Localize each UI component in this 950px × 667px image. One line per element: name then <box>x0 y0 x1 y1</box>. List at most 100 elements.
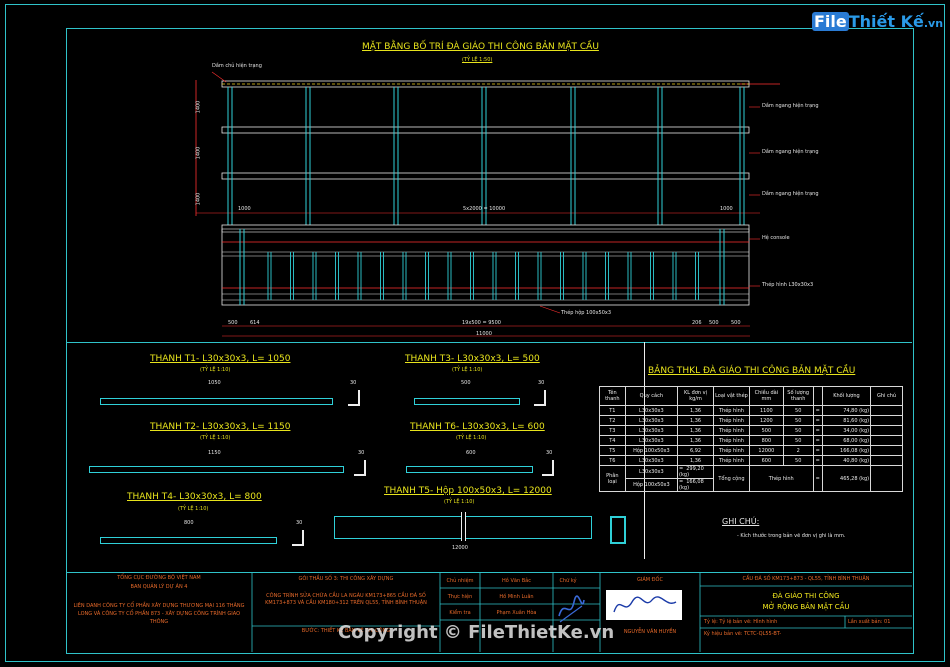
tb-f2: Ký hiệu bản vẽ: TCTC-QL55-BT- <box>704 631 782 637</box>
tb-sheet2: MỞ RỘNG BẢN MẶT CẦU <box>762 603 850 611</box>
bar-t2-len: 1150 <box>208 450 221 456</box>
tong-value: 465,28 (kg) <box>821 465 872 492</box>
tb-f3: Lần xuất bản: 01 <box>848 619 891 625</box>
plan-panel <box>66 28 912 343</box>
tong-note <box>870 465 903 492</box>
dim-b-mid: 19x500 = 9500 <box>462 320 501 326</box>
bar-t1-title: THANH T1- L30x30x3, L= 1050 <box>150 354 291 364</box>
tb-r3a: Kiểm tra <box>449 610 471 616</box>
logo-file: File <box>812 12 849 31</box>
pl-eq: = <box>679 466 684 472</box>
title-block <box>66 572 912 653</box>
logo-vn: .vn <box>923 17 944 30</box>
bar-t1-scale: (TỶ LỆ 1:10) <box>200 367 231 373</box>
bar-t2-section <box>354 460 366 476</box>
table-header-row: Tên thanh Quy cách KL đơn vị kg/m Loại v… <box>599 386 903 406</box>
bar-t2-shape <box>89 466 344 473</box>
pl-kg: 299,20 (kg) <box>679 466 704 478</box>
bar-t3-section <box>534 390 546 406</box>
bar-t4-title: THANH T4- L30x30x3, L= 800 <box>127 492 262 502</box>
dim-b4: 500 <box>709 320 719 326</box>
tong-cong-label: Tổng cộng <box>712 465 750 492</box>
notes-line: - Kích thước trong bản vẽ đơn vị ghi là … <box>737 533 846 539</box>
bar-t6-title: THANH T6- L30x30x3, L= 600 <box>410 422 545 432</box>
bar-t5-len: 12000 <box>452 545 468 551</box>
dim-b1: 500 <box>228 320 238 326</box>
dim-b3: 206 <box>692 320 702 326</box>
label-he-console: Hệ console <box>762 235 790 241</box>
table-title: BẢNG THKL ĐÀ GIÁO THI CÔNG BẢN MẶT CẦU <box>648 366 856 376</box>
th-khoiluong: Khối lượng <box>821 386 872 406</box>
bar-t2-sec: 30 <box>358 450 365 456</box>
bar-t2-title: THANH T2- L30x30x3, L= 1150 <box>150 422 291 432</box>
tb-c2c: BƯỚC: THIẾT KẾ BẢN VẼ THI CÔNG <box>301 628 391 634</box>
thkl-table: Tên thanh Quy cách KL đơn vị kg/m Loại v… <box>599 386 903 492</box>
plan-drawing <box>195 71 780 337</box>
bar-t4-len: 800 <box>184 520 194 526</box>
tb-r1a: Chủ nhiệm <box>446 578 474 584</box>
tong-eq: = <box>812 465 823 492</box>
dim-top-mid: 5x2000 = 10000 <box>463 206 506 212</box>
signature-giamdoc <box>606 590 682 620</box>
bar-t6-sec: 30 <box>546 450 553 456</box>
bar-t4-shape <box>100 537 277 544</box>
bar-t5-break <box>461 512 466 541</box>
dim-overall: 11000 <box>476 331 492 337</box>
bar-t4-section <box>292 530 304 546</box>
pl-value: =166,08 (kg) <box>677 478 714 492</box>
plan-title: MẶT BẰNG BỐ TRÍ ĐÀ GIÁO THI CÔNG BẢN MẶT… <box>362 42 599 52</box>
bar-t3-title: THANH T3- L30x30x3, L= 500 <box>405 354 540 364</box>
signature-small <box>558 595 585 623</box>
bar-t5-section <box>610 516 626 544</box>
tb-r2a: Thực hiện <box>447 594 473 600</box>
th-kl: KL đơn vị kg/m <box>677 386 714 406</box>
bar-t2-scale: (TỶ LỆ 1:10) <box>200 435 231 441</box>
tb-c1b: BAN QUẢN LÝ DỰ ÁN 4 <box>130 584 188 590</box>
tb-giamdoc-name: NGUYỄN VĂN HUYỀN <box>623 629 677 635</box>
pl-eq: = <box>679 479 684 485</box>
label-dam-ngang-1: Dầm ngang hiện trạng <box>762 103 819 109</box>
tb-giamdoc: GIÁM ĐỐC <box>637 577 663 583</box>
copyright-watermark: Copyright © FileThietKe.vn <box>338 622 615 643</box>
label-dam-ngang-2: Dầm ngang hiện trạng <box>762 149 819 155</box>
tb-c2a: GÓI THẦU SỐ 3: THI CÔNG XÂY DỰNG <box>298 576 394 582</box>
sheet-frame-outer <box>5 4 945 662</box>
tb-proj: CẦU ĐÁ SỐ KM173+873 - QL55, TỈNH BÌNH TH… <box>742 576 870 582</box>
bar-t5-scale: (TỶ LỆ 1:10) <box>444 499 475 505</box>
tb-c1c: LIÊN DANH CÔNG TY CỔ PHẦN XÂY DỰNG THƯƠN… <box>73 603 245 625</box>
label-thep-hinh: Thép hình L30x30x3 <box>762 282 814 288</box>
bar-t3-shape <box>414 398 520 405</box>
tb-r1b: Hồ Văn Bắc <box>502 578 531 584</box>
tb-r1c: Chữ ký <box>559 578 577 584</box>
table-row-phanloai: Hộp 100x50x3=166,08 (kg) <box>600 478 903 492</box>
tb-c2b: CÔNG TRÌNH SỬA CHỮA CẦU LA NGÀU KM173+86… <box>265 593 427 606</box>
plan-scale: (TỶ LỆ 1:50) <box>462 57 493 63</box>
bar-t6-scale: (TỶ LỆ 1:10) <box>456 435 487 441</box>
bar-t3-sec: 30 <box>538 380 545 386</box>
bar-t6-len: 600 <box>466 450 476 456</box>
pl-kg: 166,08 (kg) <box>679 479 704 491</box>
tb-f1: Tỷ lệ: Tỷ lệ bản vẽ: Hình hình <box>704 619 778 625</box>
tong-loai: Thép hình <box>748 465 814 492</box>
tb-sheet1: ĐÀ GIÁO THI CÔNG <box>772 592 840 600</box>
label-thep-hop: Thép hộp 100x50x3 <box>561 310 612 316</box>
sheet-frame-inner <box>66 28 914 654</box>
dim-b5: 500 <box>731 320 741 326</box>
tb-r3b: Phạm Xuân Hòa <box>496 610 537 616</box>
dim-top-right: 1000 <box>720 206 733 212</box>
tb-r2b: Hồ Minh Luân <box>499 594 534 600</box>
pl-spec: Hộp 100x50x3 <box>624 478 679 492</box>
bar-t3-scale: (TỶ LỆ 1:10) <box>452 367 483 373</box>
bar-t5-title: THANH T5- Hộp 100x50x3, L= 12000 <box>384 486 552 496</box>
bar-t1-len: 1050 <box>208 380 221 386</box>
bar-t1-section <box>348 390 360 406</box>
bar-t6-shape <box>406 466 533 473</box>
dim-b2: 614 <box>250 320 260 326</box>
th-ghichu: Ghi chú <box>870 386 903 406</box>
